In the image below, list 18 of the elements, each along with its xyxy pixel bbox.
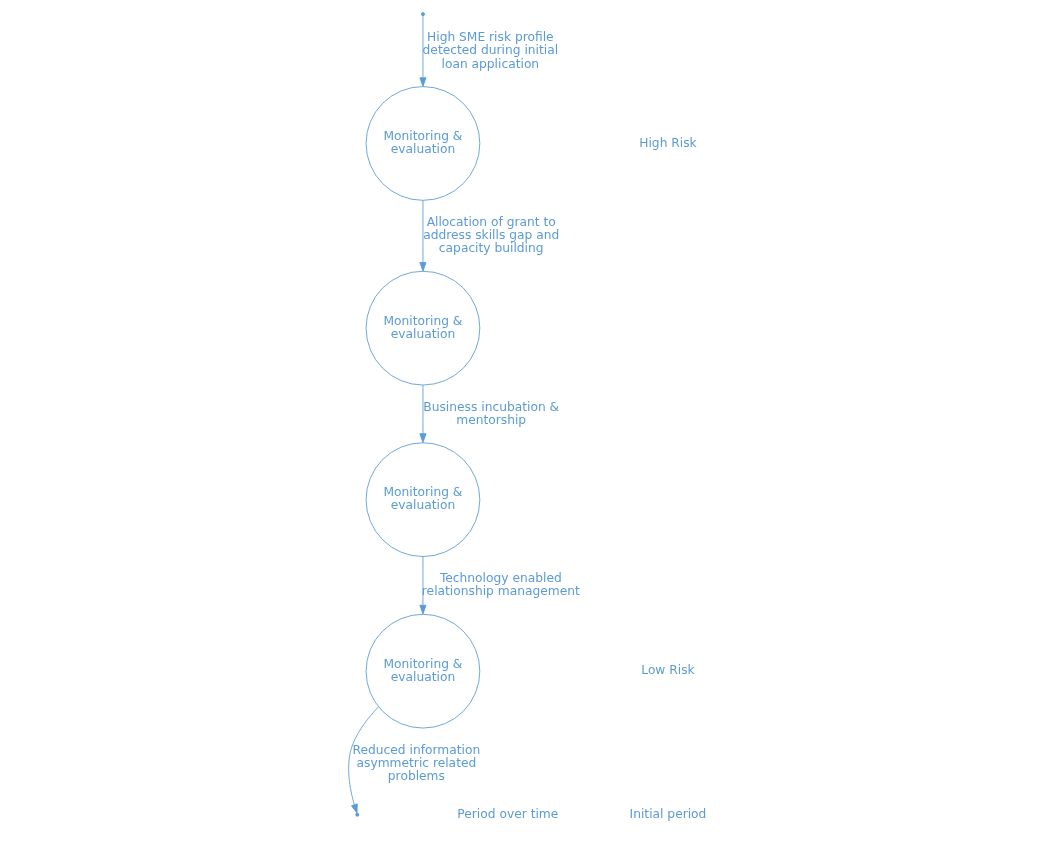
arrow (348, 706, 379, 814)
node-circle: Monitoring & evaluation (365, 442, 481, 557)
edge-label: High SME risk profile detected during initial loan application (422, 30, 559, 71)
node-circle: Monitoring & evaluation (365, 86, 481, 201)
node-circle: Monitoring & evaluation (365, 270, 481, 386)
arrow (419, 15, 427, 87)
edge-label: Business incubation & mentorship (423, 399, 560, 427)
label: Initial period (629, 806, 707, 821)
label: High Risk (639, 135, 697, 150)
edge-label: Reduced information asymmetric related problems (352, 742, 481, 783)
label: Low Risk (641, 663, 695, 678)
arrow (419, 200, 427, 272)
arrow (419, 384, 427, 443)
edge-label: Technology enabled relationship management (421, 571, 580, 599)
edge-label: Allocation of grant to address skills gap and capacity building (423, 214, 560, 256)
arrow (419, 556, 427, 615)
label: Period over time (457, 806, 559, 821)
node-circle: Monitoring & evaluation (365, 613, 481, 729)
